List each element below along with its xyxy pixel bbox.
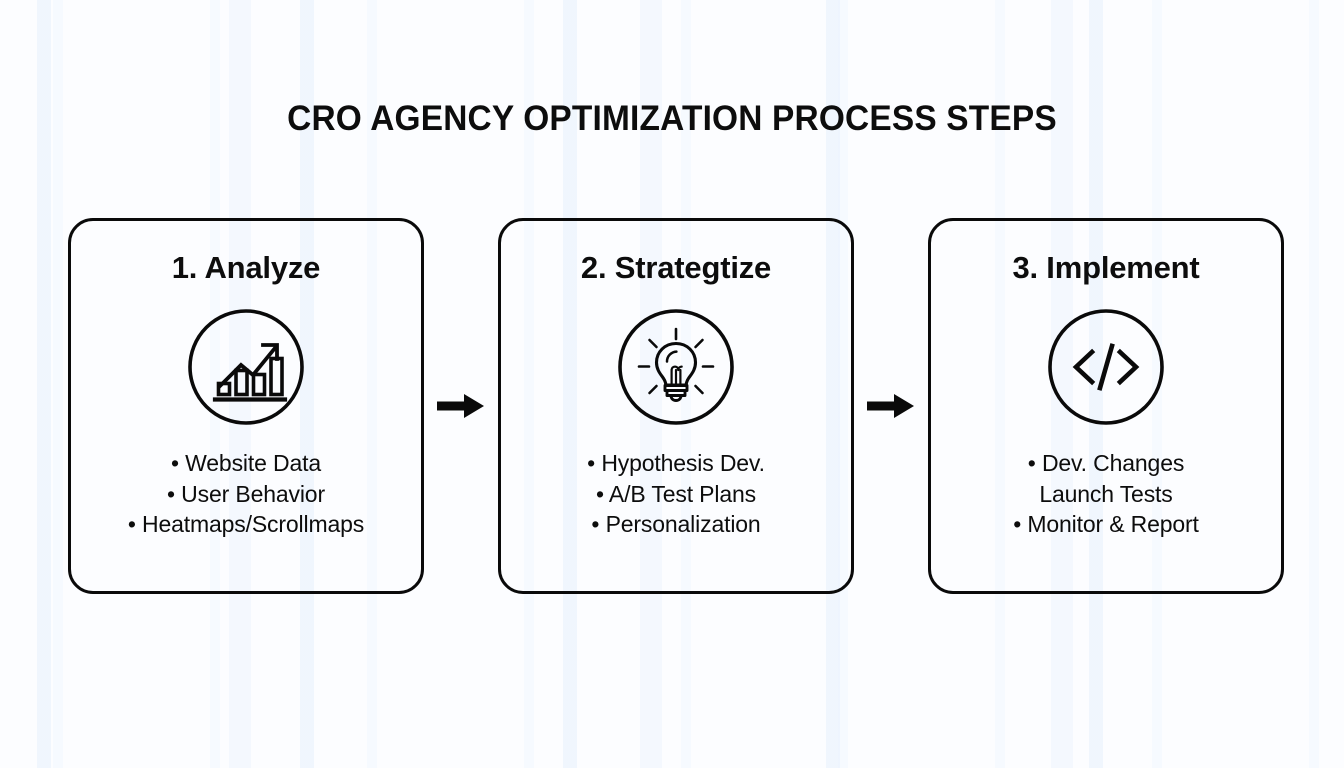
page-title: CRO AGENCY OPTIMIZATION PROCESS STEPS — [287, 99, 1057, 138]
list-item: • Hypothesis Dev. — [587, 450, 765, 476]
list-item: • Website Data — [171, 450, 321, 476]
flow-connector-1 — [424, 218, 498, 594]
step-bullets-1: • Website Data • User Behavior • Heatmap… — [71, 448, 421, 540]
process-step-card-1[interactable]: 1. Analyze — [68, 218, 424, 594]
list-item: • Personalization — [591, 511, 761, 537]
arrow-right-icon — [867, 391, 915, 421]
list-item: • Heatmaps/Scrollmaps — [127, 511, 365, 537]
step-bullets-2: • Hypothesis Dev. • A/B Test Plans • Per… — [501, 448, 851, 540]
list-item: Launch Tests — [1039, 480, 1173, 507]
list-item: • User Behavior — [167, 480, 325, 507]
process-step-card-2[interactable]: 2. Strategtize — [498, 218, 854, 594]
process-step-card-3[interactable]: 3. Implement • Dev. Changes Launch Tests… — [928, 218, 1284, 594]
arrow-right-icon — [437, 391, 485, 421]
code-brackets-icon — [1047, 308, 1165, 426]
step-title-2: 2. Strategtize — [580, 250, 772, 285]
step-title-1: 1. Analyze — [171, 250, 321, 285]
list-item: • Dev. Changes — [1027, 450, 1185, 476]
step-title-3: 3. Implement — [1012, 250, 1200, 285]
list-item: • A/B Test Plans — [596, 480, 756, 507]
list-item: • Monitor & Report — [1013, 511, 1199, 537]
lightbulb-idea-icon — [617, 308, 735, 426]
step-bullets-3: • Dev. Changes Launch Tests • Monitor & … — [931, 448, 1281, 540]
bar-chart-growth-icon — [187, 308, 305, 426]
process-flow: 1. Analyze — [68, 218, 1284, 594]
flow-connector-2 — [854, 218, 928, 594]
